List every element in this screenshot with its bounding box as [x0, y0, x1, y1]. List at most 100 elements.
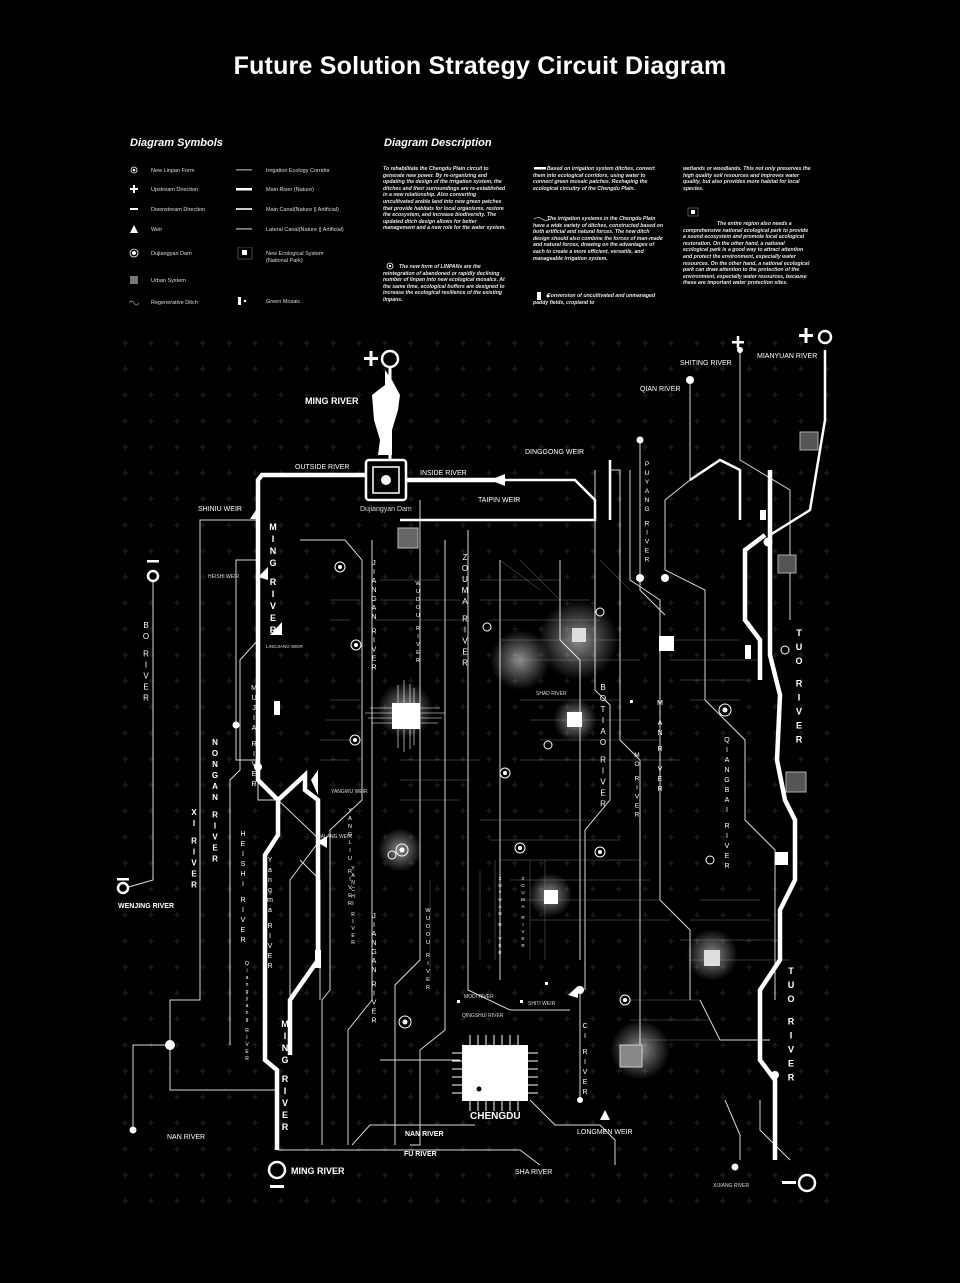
- label-shiting-river: SHITING RIVER: [680, 360, 732, 367]
- direction-signs: [117, 328, 813, 1188]
- dam-icon: [129, 248, 139, 258]
- green-mosaic-patches: [274, 510, 766, 1003]
- label-outside-river: OUTSIDE RIVER: [295, 464, 349, 471]
- chip-nodes: [365, 431, 819, 1068]
- description-p3: Based on irrigation system ditches, conv…: [533, 166, 655, 192]
- symbol-col1-label-6: Regenerative Ditch: [151, 300, 198, 306]
- weir-icons: [250, 474, 610, 1120]
- description-icons: [386, 167, 699, 300]
- label-taipin-weir: TAIPIN WEIR: [478, 497, 520, 504]
- label-dinggong-weir: DINGGONG WEIR: [525, 449, 584, 456]
- lateral-canal-icon: [236, 228, 252, 230]
- label-xijiang-river: XIJIANG RIVER: [713, 1183, 750, 1189]
- description-heading: Diagram Description: [384, 137, 492, 149]
- ditch-icon: [533, 217, 551, 221]
- mosaic-dot-icon: [546, 294, 550, 298]
- weir-icon: [130, 225, 138, 233]
- symbol-col2-label-0: Irrigation Ecology Corridor: [266, 168, 330, 174]
- label-inside-river: INSIDE RIVER: [420, 470, 467, 477]
- description-p1: To rehabilitate the Chengdu Plain circui…: [383, 166, 506, 232]
- regenerative-ditch-icon: [129, 300, 140, 306]
- label-dalang-weir: DALANG WEIR: [317, 834, 352, 840]
- irrigation-corridor-icon: [236, 169, 252, 171]
- label-longmen-weir: LONGMEN WEIR: [577, 1129, 633, 1136]
- symbol-col2-label-3: Lateral Canal(Nature || Artificial): [266, 227, 344, 233]
- label-shiniu-weir: SHINIU WEIR: [198, 506, 242, 513]
- ecological-system-icon: [237, 247, 253, 260]
- symbol-col1-label-3: Weir: [151, 227, 163, 233]
- park-icon: [687, 207, 699, 217]
- symbols-heading: Diagram Symbols: [130, 137, 223, 149]
- secondary-rivers: [400, 350, 827, 537]
- label-dujiangyan-dam: Dujiangyan Dam: [360, 506, 412, 513]
- linpan-rings: [334, 561, 790, 1029]
- description-p2: The new form of LINPANs are the reintegr…: [383, 264, 505, 303]
- label-nan-river-left: NAN RIVER: [167, 1134, 205, 1141]
- ming-upstream-channel: [372, 370, 400, 455]
- ditch-traces: [320, 559, 790, 1041]
- symbol-col2-label-1: Main River (Nature): [266, 187, 314, 193]
- green-mosaic-icon: [238, 297, 247, 305]
- label-nan-river: NAN RIVER: [405, 1131, 444, 1138]
- description-p7: The entire region also needs a comprehen…: [683, 221, 810, 287]
- label-sha-river: SHA RIVER: [515, 1169, 552, 1176]
- label-qingshui-river: QINGSHUI RIVER: [462, 1013, 504, 1019]
- main-rivers: [255, 470, 798, 1160]
- label-wenjing-river: WENJING RIVER: [118, 903, 174, 910]
- symbol-col1-label-4: Dujiangyan Dam: [151, 251, 192, 257]
- label-ming-river-bottom: MING RIVER: [291, 1166, 345, 1176]
- label-ming-river-top: MING RIVER: [305, 396, 359, 406]
- label-heishi-weir: HEISHI WEIR: [208, 574, 240, 580]
- symbol-col1-label-2: Downstream Direction: [151, 207, 206, 213]
- new-linpan-icon: [130, 166, 138, 174]
- label-fu-river: FU RIVER: [404, 1151, 437, 1158]
- label-shiti-weir: SHITI WEIR: [528, 1001, 556, 1007]
- linpan-icon: [386, 262, 394, 270]
- symbol-col1-label-0: New Linpan Form: [151, 168, 195, 174]
- mosaic-icon: [537, 292, 541, 300]
- diagram-labels: MING RIVER OUTSIDE RIVER INSIDE RIVER Du…: [118, 353, 817, 1189]
- description-p4: The irrigation systems in the Chengdu Pl…: [533, 216, 664, 262]
- symbol-col2-label-2: Main Canal(Nature || Artificial): [266, 207, 339, 213]
- main-canal-icon: [236, 208, 252, 210]
- symbol-col1-label-1: Upstream Direction: [151, 187, 199, 193]
- label-mianyuan-river: MIANYUAN RIVER: [757, 353, 817, 360]
- upstream-icon: [130, 185, 138, 193]
- downstream-icon: [130, 208, 138, 210]
- label-qian-river: QIAN RIVER: [640, 386, 680, 393]
- symbol-col2-label-5: Green Mosaic: [266, 299, 301, 305]
- dujiangyan-dam-icon: [364, 458, 408, 502]
- label-yangwu-weir: YANGWU WEIR: [331, 789, 368, 795]
- description-p6: wetlands or woodlands. This not only pre…: [683, 166, 811, 192]
- page-title: Future Solution Strategy Circuit Diagram: [233, 52, 727, 80]
- urban-system-icon: [130, 276, 138, 284]
- linpan-centers: [338, 565, 728, 1025]
- description-p5: Conversion of uncultivated and unmanaged…: [533, 293, 656, 306]
- symbol-col2-label-4: New Ecological System (National Park): [266, 251, 324, 264]
- junction-nodes: [129, 347, 779, 1171]
